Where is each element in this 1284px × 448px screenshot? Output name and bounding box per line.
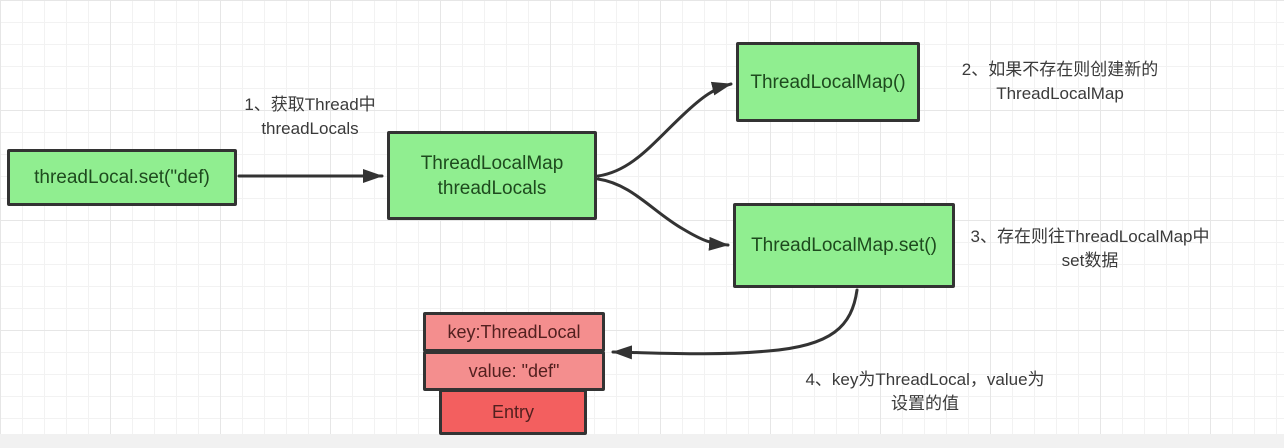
annotation-step1-line1: 1、获取Thread中 — [244, 95, 376, 114]
annotation-step3: 3、存在则往ThreadLocalMap中 set数据 — [955, 225, 1225, 273]
canvas-bottom-band — [0, 434, 1284, 448]
node-entry-value: value: "def" — [423, 351, 605, 391]
annotation-step1: 1、获取Thread中 threadLocals — [222, 93, 398, 141]
node-entry-key-label: key:ThreadLocal — [447, 321, 581, 342]
annotation-step2-line1: 2、如果不存在则创建新的 — [961, 60, 1159, 79]
node-threadlocalmap-set-label: ThreadLocalMap.set() — [751, 235, 937, 256]
node-new-threadlocalmap: ThreadLocalMap() — [736, 42, 920, 122]
arrow-set-to-entry — [611, 288, 859, 360]
annotation-step3-line1: 3、存在则往ThreadLocalMap中 — [970, 227, 1210, 246]
annotation-step3-line2: set数据 — [1061, 251, 1119, 270]
node-threadlocals-map-line2: threadLocals — [437, 177, 547, 199]
annotation-step4-line1: 4、key为ThreadLocal，value为 — [805, 370, 1045, 389]
annotation-step4-line2: 设置的值 — [891, 394, 959, 413]
node-threadlocalmap-set: ThreadLocalMap.set() — [733, 203, 955, 288]
node-entry-value-label: value: "def" — [468, 360, 560, 381]
node-threadlocal-set: threadLocal.set("def) — [7, 149, 237, 206]
arrow-branch-map-set — [596, 177, 730, 251]
arrow-branch-create-map — [596, 81, 733, 178]
node-entry: Entry — [439, 389, 587, 435]
node-entry-label: Entry — [491, 401, 534, 422]
node-threadlocals-map-line1: ThreadLocalMap — [420, 152, 564, 174]
annotation-step2-line2: ThreadLocalMap — [996, 84, 1124, 103]
node-entry-key: key:ThreadLocal — [423, 312, 605, 352]
node-threadlocals-map: ThreadLocalMap threadLocals — [387, 131, 597, 220]
node-new-threadlocalmap-label: ThreadLocalMap() — [750, 71, 906, 93]
annotation-step1-line2: threadLocals — [261, 119, 359, 138]
annotation-step4: 4、key为ThreadLocal，value为 设置的值 — [775, 368, 1075, 416]
annotation-step2: 2、如果不存在则创建新的 ThreadLocalMap — [925, 58, 1195, 106]
node-threadlocal-set-label: threadLocal.set("def) — [34, 167, 210, 188]
